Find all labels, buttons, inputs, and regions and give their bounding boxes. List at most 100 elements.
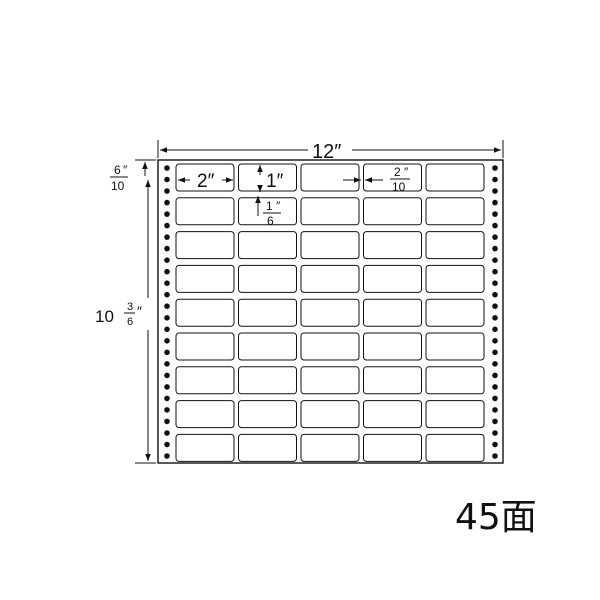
feed-hole	[164, 245, 170, 252]
label-cell	[363, 298, 422, 327]
feed-hole	[492, 176, 498, 183]
feed-hole	[164, 384, 170, 390]
label-cell	[425, 298, 485, 327]
label-cell	[175, 332, 235, 361]
feed-hole	[164, 188, 170, 194]
label-cell	[300, 298, 360, 327]
label-cell	[363, 400, 422, 429]
height-dimension: 10 3 6 ″	[95, 180, 156, 464]
vertical-gap-inch: ″	[276, 199, 281, 213]
top-margin-dimension: 6 ″ 10	[110, 159, 156, 193]
label-cell	[238, 163, 297, 192]
feed-hole	[492, 361, 498, 367]
feed-hole	[164, 176, 170, 183]
feed-hole	[164, 268, 170, 275]
feed-hole	[492, 211, 498, 217]
label-cell	[363, 231, 422, 260]
feed-hole	[164, 338, 170, 344]
label-cell	[300, 366, 360, 395]
feed-hole	[164, 234, 170, 240]
feed-hole	[492, 338, 498, 344]
label-width-label: 2″	[197, 171, 215, 192]
horizontal-gap-num: 2	[394, 165, 401, 179]
top-margin-den: 10	[111, 179, 125, 193]
feed-hole	[164, 349, 170, 356]
top-margin-inch: ″	[123, 163, 128, 177]
label-height-label: 1″	[266, 171, 284, 192]
feed-hole	[492, 453, 498, 459]
feed-hole	[164, 430, 170, 436]
label-cell	[363, 197, 422, 226]
feed-hole	[492, 349, 498, 356]
feed-hole	[492, 257, 498, 264]
width-label: 12″	[312, 141, 341, 163]
feed-hole	[492, 165, 498, 171]
feed-hole	[164, 418, 170, 425]
label-cell	[238, 231, 297, 260]
vertical-gap-den: 6	[267, 214, 274, 228]
label-cell	[300, 264, 360, 293]
feed-hole	[492, 245, 498, 252]
horizontal-gap-annotation: 2 ″ 10	[343, 165, 410, 194]
feed-hole	[492, 384, 498, 390]
top-margin-num: 6	[114, 163, 121, 177]
feed-hole	[164, 315, 170, 321]
label-cell	[425, 264, 485, 293]
label-cell	[175, 197, 235, 226]
feed-hole	[492, 395, 498, 402]
label-cell	[425, 197, 485, 226]
label-cell	[238, 264, 297, 293]
feed-hole	[164, 165, 170, 171]
feed-hole	[492, 199, 498, 206]
feed-hole	[164, 407, 170, 413]
label-cell	[425, 332, 485, 361]
feed-holes-left	[164, 165, 170, 459]
feed-hole	[164, 303, 170, 310]
label-cell	[300, 433, 360, 462]
feed-holes-right	[492, 165, 498, 459]
feed-hole	[492, 372, 498, 379]
feed-hole	[164, 326, 170, 333]
feed-hole	[492, 268, 498, 275]
label-cell	[300, 400, 360, 429]
feed-hole	[492, 234, 498, 240]
label-cell	[175, 433, 235, 462]
height-inch: ″	[137, 303, 142, 319]
feed-hole	[492, 222, 498, 229]
label-height-annotation: 1″	[257, 165, 284, 192]
feed-hole	[164, 372, 170, 379]
label-cell	[425, 400, 485, 429]
label-cell	[363, 332, 422, 361]
label-cell	[175, 163, 235, 192]
feed-hole	[164, 199, 170, 206]
feed-hole	[492, 315, 498, 321]
label-cell	[300, 231, 360, 260]
label-cell	[238, 197, 297, 226]
label-cell	[300, 197, 360, 226]
label-cell	[175, 298, 235, 327]
width-dimension: 12″	[157, 140, 504, 163]
feed-hole	[164, 257, 170, 264]
feed-hole	[164, 222, 170, 229]
feed-hole	[492, 280, 498, 287]
feed-hole	[164, 453, 170, 459]
feed-hole	[164, 395, 170, 402]
sheet-outline	[157, 159, 504, 464]
label-cell	[425, 433, 485, 462]
feed-hole	[164, 291, 170, 298]
height-whole: 10	[95, 307, 114, 326]
label-width-annotation: 2″	[178, 171, 233, 192]
label-cell	[363, 366, 422, 395]
label-cell	[300, 332, 360, 361]
feed-hole	[164, 211, 170, 217]
feed-hole	[492, 326, 498, 333]
vertical-gap-num: 1	[266, 199, 273, 213]
label-cell	[238, 400, 297, 429]
label-cell	[238, 332, 297, 361]
label-cell	[425, 366, 485, 395]
label-cell	[363, 264, 422, 293]
label-cell	[175, 264, 235, 293]
feed-hole	[164, 441, 170, 448]
label-cell	[425, 231, 485, 260]
